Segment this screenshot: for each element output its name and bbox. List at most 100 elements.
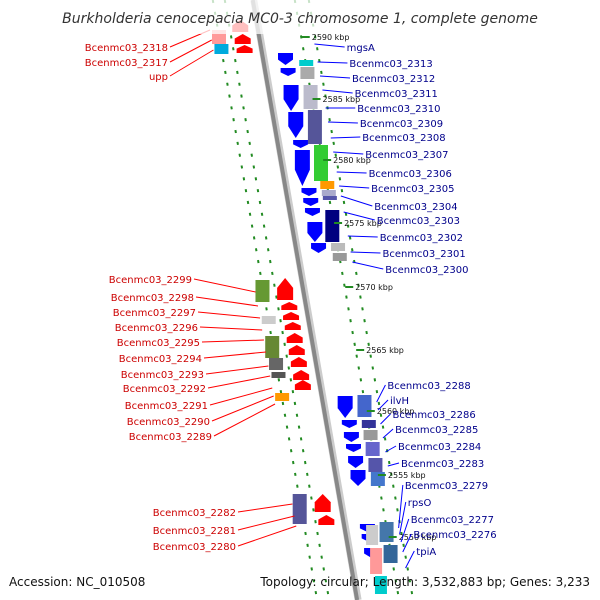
reverse-gene-label: Bcenmc03_2291 [125, 401, 208, 412]
forward-leader-line [385, 445, 397, 453]
backbone-line [250, 0, 360, 600]
reverse-gene-box [292, 494, 307, 524]
forward-gene-label: mgsA [347, 43, 375, 54]
forward-gene-box [307, 110, 322, 144]
reverse-gene-box [271, 372, 286, 378]
forward-gene-box [383, 545, 398, 563]
tick-label: 2590 kbp [312, 33, 350, 42]
forward-gene-arrow [307, 222, 323, 242]
forward-leader-line [350, 251, 381, 254]
tick-label: 2575 kbp [344, 219, 382, 228]
reverse-leader-line [237, 515, 295, 531]
reverse-gene-arrow [290, 357, 307, 367]
tick-label: 2565 kbp [366, 346, 404, 355]
forward-gene-label: Bcenmc03_2307 [365, 150, 448, 161]
reverse-gene-arrow [284, 322, 301, 330]
forward-gene-box [366, 525, 379, 545]
forward-gene-label: Bcenmc03_2309 [360, 119, 443, 130]
forward-gene-arrow [350, 470, 366, 486]
forward-leader-line [333, 151, 364, 155]
forward-leader-line [340, 195, 373, 207]
forward-gene-label: Bcenmc03_2301 [382, 249, 465, 260]
tick-label: 2560 kbp [377, 407, 415, 416]
forward-gene-label: Bcenmc03_2285 [395, 425, 478, 436]
forward-gene-box [368, 458, 383, 472]
forward-leader-line [377, 399, 389, 411]
gene-labels: mgsABcenmc03_2313Bcenmc03_2312Bcenmc03_2… [85, 29, 497, 569]
forward-leader-line [380, 413, 391, 425]
forward-gene-arrow [341, 420, 357, 428]
forward-leader-line [347, 235, 378, 238]
forward-leader-line [339, 185, 370, 189]
reverse-leader-line [197, 311, 261, 319]
forward-leader-line [317, 61, 348, 64]
reverse-gene-label: Bcenmc03_2296 [115, 323, 198, 334]
forward-gene-box [303, 85, 318, 109]
forward-leader-line [405, 550, 415, 569]
reverse-leader-line [207, 375, 271, 389]
forward-gene-box [365, 442, 380, 456]
reverse-leader-line [211, 395, 274, 422]
forward-leader-line [336, 171, 367, 174]
reverse-gene-label: Bcenmc03_2299 [109, 275, 192, 286]
forward-gene-label: Bcenmc03_2302 [380, 233, 463, 244]
forward-leader-line [322, 89, 353, 94]
reverse-gene-arrow [277, 278, 294, 300]
reverse-gene-label: Bcenmc03_2289 [129, 432, 212, 443]
forward-gene-arrow [288, 112, 304, 138]
forward-leader-line [343, 211, 375, 221]
forward-gene-box [321, 190, 336, 196]
forward-gene-box [361, 420, 376, 428]
reverse-gene-label: Bcenmc03_2318 [85, 43, 168, 54]
forward-gene-label: ilvH [390, 396, 409, 407]
forward-gene-arrow [293, 140, 309, 148]
forward-gene-label: Bcenmc03_2310 [357, 104, 440, 115]
forward-leader-line [352, 261, 384, 270]
reverse-gene-arrow [283, 312, 300, 320]
reverse-gene-label: Bcenmc03_2317 [85, 58, 168, 69]
backbone [250, 0, 362, 600]
forward-gene-label: Bcenmc03_2277 [411, 515, 494, 526]
forward-gene-arrow [283, 85, 299, 111]
reverse-gene-arrow [294, 380, 311, 390]
forward-gene-arrow [337, 396, 353, 418]
reverse-leader-line [203, 351, 267, 359]
forward-gene-label: Bcenmc03_2286 [392, 410, 475, 421]
feature-track [212, 20, 398, 594]
reverse-gene-box [265, 336, 280, 358]
forward-gene-box [374, 576, 387, 594]
genome-summary-text: Topology: circular; Length: 3,532,883 bp… [259, 575, 590, 589]
forward-gene-box [363, 430, 378, 440]
forward-gene-arrow [343, 432, 359, 442]
reverse-gene-arrow [293, 370, 310, 380]
forward-gene-label: Bcenmc03_2279 [405, 481, 488, 492]
reverse-leader-line [237, 525, 297, 547]
reverse-leader-line [205, 365, 269, 375]
forward-gene-label: Bcenmc03_2313 [349, 59, 432, 70]
reverse-leader-line [201, 339, 264, 343]
forward-gene-arrow [278, 53, 293, 65]
forward-gene-label: Bcenmc03_2276 [413, 530, 496, 541]
forward-gene-label: Bcenmc03_2300 [385, 265, 468, 276]
reverse-gene-label: Bcenmc03_2293 [121, 370, 204, 381]
reverse-leader-line [237, 503, 293, 513]
reverse-gene-label: Bcenmc03_2282 [153, 508, 236, 519]
reverse-gene-box [255, 280, 270, 302]
forward-gene-label: Bcenmc03_2283 [401, 459, 484, 470]
forward-gene-arrow [294, 150, 310, 186]
tick-label: 2555 kbp [388, 471, 426, 480]
forward-gene-arrow [346, 444, 361, 452]
forward-gene-label: Bcenmc03_2312 [352, 74, 435, 85]
forward-gene-label: Bcenmc03_2284 [398, 442, 481, 453]
reverse-leader-line [199, 326, 263, 331]
reverse-gene-label: Bcenmc03_2297 [113, 308, 196, 319]
forward-gene-box [331, 243, 346, 251]
forward-gene-label: tpiA [416, 547, 436, 558]
forward-gene-box [314, 145, 328, 181]
forward-gene-box [322, 196, 337, 200]
reverse-gene-label: Bcenmc03_2281 [153, 526, 236, 537]
forward-gene-box [320, 181, 335, 189]
forward-gene-label: Bcenmc03_2304 [374, 202, 457, 213]
forward-gene-label: Bcenmc03_2308 [362, 133, 445, 144]
